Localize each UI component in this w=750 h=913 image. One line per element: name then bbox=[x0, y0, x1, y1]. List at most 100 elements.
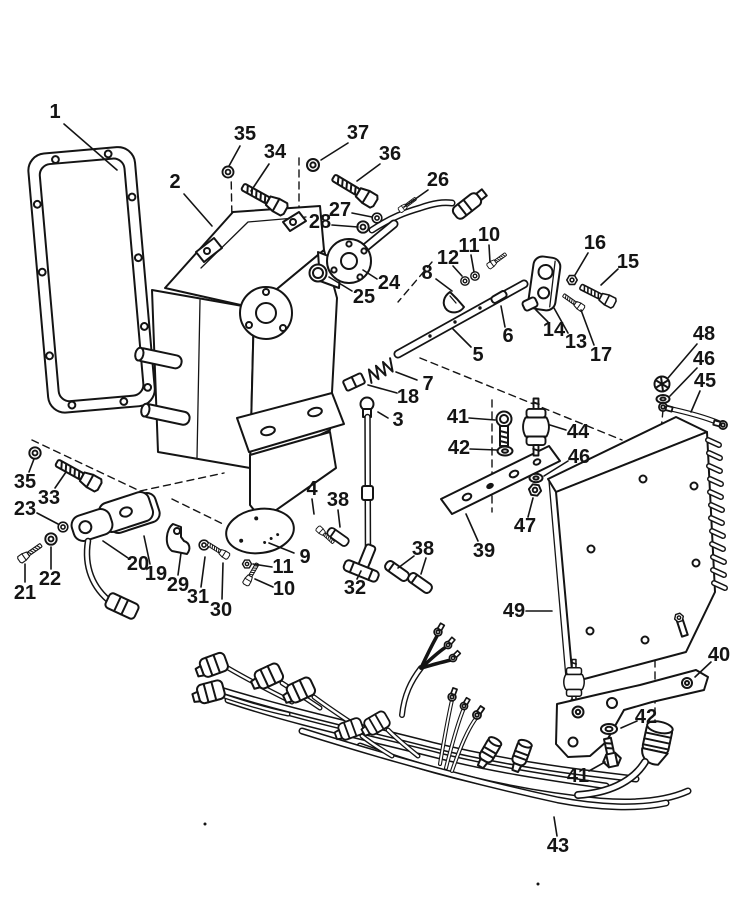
callout-41: 41 bbox=[447, 406, 469, 428]
coil-connector bbox=[192, 650, 231, 682]
callout-38: 38 bbox=[412, 538, 434, 560]
callout-21: 21 bbox=[14, 582, 36, 604]
callout-labels: 1235343736262728242510111281615141317657… bbox=[14, 101, 730, 857]
leader-line-27 bbox=[351, 212, 373, 218]
callout-9: 9 bbox=[299, 546, 310, 568]
leader-line-15 bbox=[600, 268, 619, 286]
leader-line-1 bbox=[63, 123, 118, 171]
barrel-18 bbox=[342, 372, 366, 392]
leader-line-33 bbox=[54, 471, 67, 489]
heatsink-fins bbox=[705, 437, 728, 591]
coil-connector bbox=[189, 678, 227, 707]
washer-28 bbox=[356, 220, 370, 234]
callout-32: 32 bbox=[344, 577, 366, 599]
leader-line-17 bbox=[580, 309, 595, 346]
leader-line-10 bbox=[254, 578, 274, 588]
callout-44: 44 bbox=[567, 421, 590, 443]
washer-46-mid bbox=[528, 472, 544, 484]
callout-16: 16 bbox=[584, 232, 606, 254]
callout-27: 27 bbox=[329, 199, 351, 221]
leader-line-35 bbox=[228, 145, 241, 167]
leader-line-24 bbox=[362, 269, 378, 280]
callout-42: 42 bbox=[448, 437, 470, 459]
leader-line-34 bbox=[250, 163, 270, 192]
callout-14: 14 bbox=[543, 319, 566, 341]
leader-line-3 bbox=[377, 411, 389, 419]
bracket-29 bbox=[165, 523, 191, 555]
leader-line-40 bbox=[694, 661, 712, 678]
clevis-8 bbox=[442, 291, 465, 314]
coil-connector bbox=[247, 660, 286, 694]
screw-21 bbox=[16, 541, 44, 565]
callout-23: 23 bbox=[14, 498, 36, 520]
callout-24: 24 bbox=[378, 272, 401, 294]
heatsink-49 bbox=[547, 416, 728, 706]
callout-25: 25 bbox=[353, 286, 375, 308]
callout-19: 19 bbox=[145, 563, 167, 585]
speck bbox=[536, 882, 540, 886]
leader-line-48 bbox=[667, 343, 698, 379]
gasket bbox=[27, 146, 156, 414]
leader-line-30 bbox=[221, 562, 224, 600]
callout-35: 35 bbox=[234, 123, 256, 145]
screw-17 bbox=[560, 291, 587, 313]
leader-line-18 bbox=[367, 384, 398, 394]
leader-line-12 bbox=[452, 265, 463, 277]
callout-1: 1 bbox=[49, 101, 60, 123]
callout-33: 33 bbox=[38, 487, 60, 509]
leader-line-26 bbox=[403, 189, 429, 208]
callout-46: 46 bbox=[568, 446, 590, 468]
leader-line-37 bbox=[320, 142, 349, 161]
leader-line-5 bbox=[452, 328, 472, 348]
callout-26: 26 bbox=[427, 169, 449, 191]
leader-line-4 bbox=[311, 498, 315, 515]
callout-13: 13 bbox=[565, 331, 587, 353]
callout-35: 35 bbox=[14, 471, 36, 493]
leader-line-46 bbox=[543, 460, 569, 477]
bolt-41-mid bbox=[495, 410, 513, 447]
callout-20: 20 bbox=[127, 553, 149, 575]
washer-37 bbox=[306, 158, 320, 172]
leader-line-6 bbox=[500, 305, 506, 328]
callout-42: 42 bbox=[635, 706, 657, 728]
leader-line-13 bbox=[553, 307, 569, 334]
round-connector bbox=[641, 720, 674, 766]
callout-11: 11 bbox=[272, 556, 293, 578]
callout-48: 48 bbox=[693, 323, 715, 345]
leader-line-41 bbox=[468, 417, 496, 421]
leader-line-43 bbox=[553, 816, 558, 837]
callout-10: 10 bbox=[478, 224, 500, 246]
sleeve-38c bbox=[405, 570, 435, 596]
callout-5: 5 bbox=[472, 344, 483, 366]
leader-line-28 bbox=[331, 224, 359, 228]
nut-16 bbox=[565, 274, 579, 286]
callout-47: 47 bbox=[514, 515, 536, 537]
leader-line-38 bbox=[337, 509, 341, 528]
leader-line-29 bbox=[177, 552, 182, 576]
nut-47 bbox=[527, 482, 543, 498]
leader-line-23 bbox=[36, 512, 59, 525]
switchbox-housing bbox=[134, 205, 345, 521]
callout-7: 7 bbox=[422, 373, 433, 395]
leader-line-31 bbox=[200, 556, 206, 588]
leader-line-9 bbox=[268, 542, 295, 554]
callout-30: 30 bbox=[210, 599, 232, 621]
terminal-block-13 bbox=[527, 255, 562, 312]
nut-11-left bbox=[241, 559, 253, 569]
washer-27 bbox=[371, 212, 383, 224]
callout-40: 40 bbox=[708, 644, 730, 666]
leader-line-45 bbox=[690, 390, 701, 413]
leader-line-32 bbox=[356, 570, 362, 580]
leader-line-20 bbox=[102, 540, 129, 559]
callout-43: 43 bbox=[547, 835, 569, 857]
pin-6 bbox=[490, 290, 508, 304]
link-rod-3 bbox=[359, 396, 375, 566]
callout-15: 15 bbox=[617, 251, 639, 273]
leader-line-16 bbox=[574, 252, 589, 276]
leader-line-38 bbox=[397, 555, 415, 569]
washer-35-top bbox=[221, 165, 235, 179]
leader-line-10 bbox=[488, 244, 491, 263]
leader-line-41 bbox=[588, 761, 606, 772]
wiring-harness-43 bbox=[189, 621, 688, 806]
callout-8: 8 bbox=[421, 262, 432, 284]
